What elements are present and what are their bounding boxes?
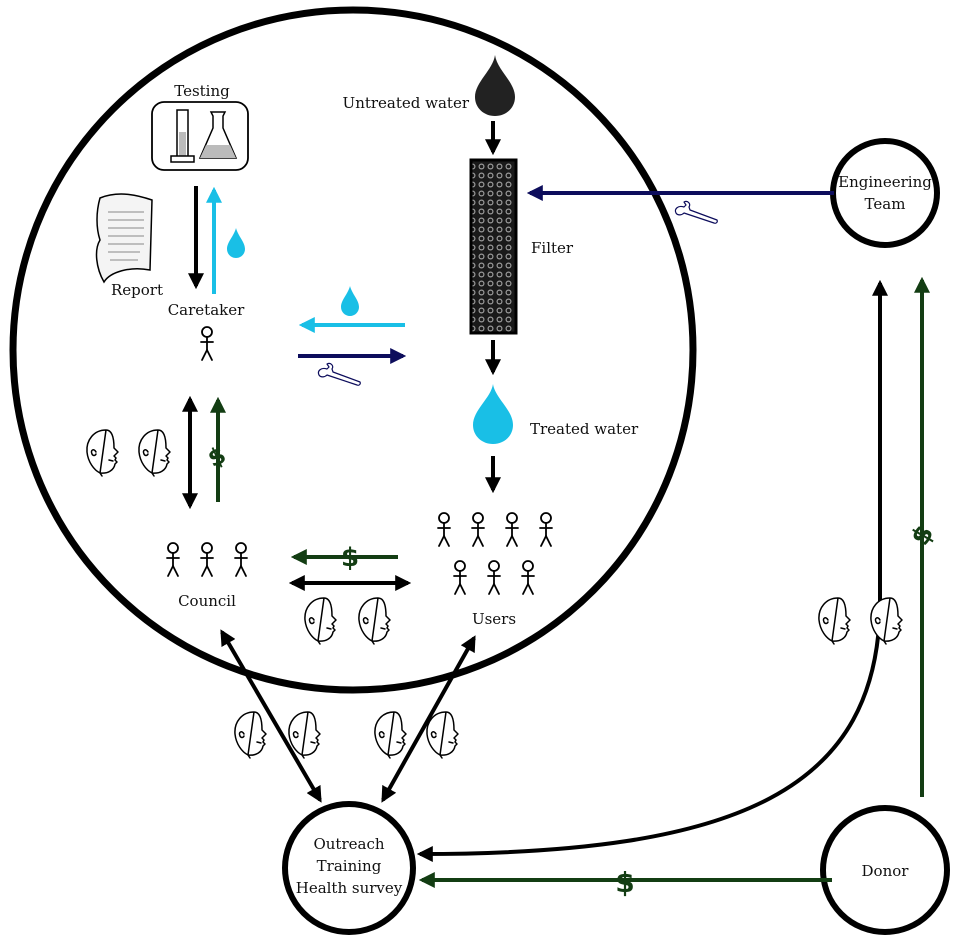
user-person-icon <box>505 512 519 547</box>
user-person-icon <box>437 512 451 547</box>
caretaker-person-icon <box>200 326 214 361</box>
treated-water-label: Treated water <box>530 420 639 438</box>
outreach-label-line1: Outreach <box>313 835 384 853</box>
talking-heads-icon <box>426 711 459 759</box>
filter-icon <box>469 158 518 335</box>
talking-heads-icon <box>304 597 337 645</box>
user-person-icon <box>471 512 485 547</box>
user-person-icon <box>453 560 467 595</box>
untreated-water-drop-icon <box>475 55 515 116</box>
talking-heads-icon <box>358 597 391 645</box>
caretaker-label: Caretaker <box>168 301 245 319</box>
paper-document-icon <box>95 193 153 284</box>
wrench-icon <box>317 362 361 386</box>
engineering-team-label-line2: Team <box>865 195 906 213</box>
outreach-label-line2: Training <box>317 857 382 875</box>
talking-heads-icon <box>138 429 171 477</box>
council-person-icon <box>234 542 248 577</box>
engineering-team-circle <box>830 138 940 248</box>
council-person-icon <box>200 542 214 577</box>
engineering-team-label-line1: Engineering <box>838 173 932 191</box>
outreach-circle <box>282 801 416 935</box>
donor-label: Donor <box>862 862 910 880</box>
talking-heads-icon <box>234 711 267 759</box>
water-sample-drop-icon <box>227 228 245 258</box>
talking-heads-icon <box>86 429 119 477</box>
user-person-icon <box>487 560 501 595</box>
treated-water-drop-icon <box>473 384 513 444</box>
talking-heads-icon <box>870 597 903 645</box>
user-person-icon <box>521 560 535 595</box>
untreated-water-label: Untreated water <box>343 94 470 112</box>
arrow-outreach-to-engineering <box>416 279 888 862</box>
report-label: Report <box>111 281 163 299</box>
testing-label: Testing <box>174 82 230 100</box>
talking-heads-icon <box>374 711 407 759</box>
dollar-icon: $ <box>615 866 634 899</box>
lab-equipment-icon <box>151 101 249 171</box>
council-person-icon <box>166 542 180 577</box>
council-label: Council <box>178 592 236 610</box>
talking-heads-icon <box>818 597 851 645</box>
user-person-icon <box>539 512 553 547</box>
arrow-council-outreach <box>220 629 322 803</box>
filter-label: Filter <box>531 239 574 257</box>
dollar-icon: $ <box>341 543 359 573</box>
water-drop-icon <box>341 286 359 316</box>
users-label: Users <box>472 610 516 628</box>
outreach-label-line3: Health survey <box>296 879 403 897</box>
wrench-icon <box>674 200 718 224</box>
dollar-icon: $ <box>203 441 230 473</box>
community-system-circle <box>9 6 697 694</box>
